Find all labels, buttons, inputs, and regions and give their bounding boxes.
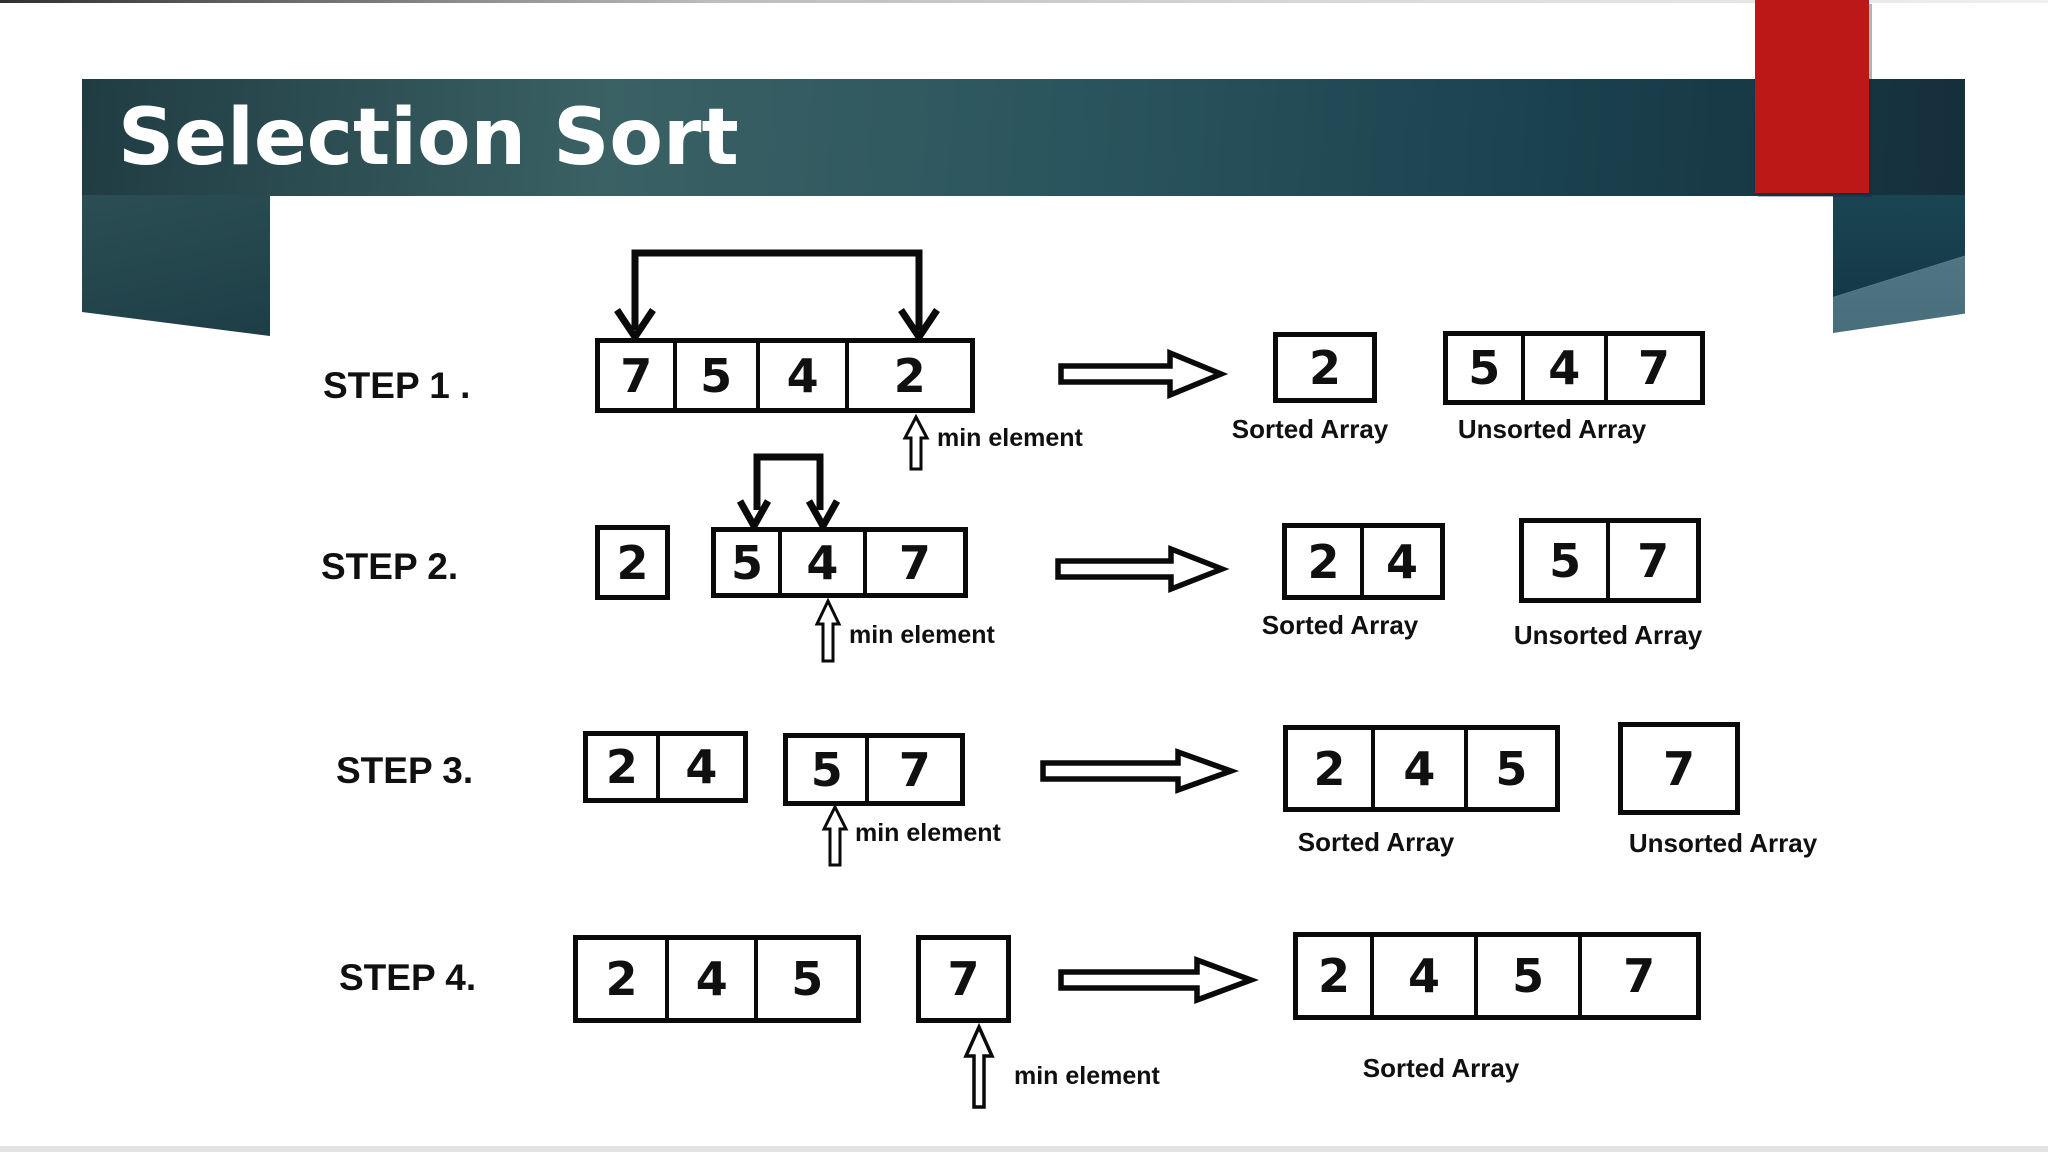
flow-arrow-icon [1058,348,1229,400]
swap-bracket-arrows-icon [614,249,940,344]
array-cell: 7 [862,532,963,593]
step-3-sorted-array: 2 4 5 [1283,725,1560,812]
array-cell: 2 [845,343,970,408]
min-element-arrow-icon [963,1022,995,1109]
step-2-label: STEP 2. [321,546,459,587]
top-edge-line [0,0,2048,3]
min-element-label: min element [937,424,1083,452]
step-4-carry-array: 2 4 5 [573,935,861,1023]
array-cell: 5 [1468,341,1501,395]
array-cell: 4 [1360,528,1440,595]
step-3-unsorted-array: 7 [1618,722,1740,815]
sorted-array-label: Sorted Array [1261,610,1419,640]
array-cell: 4 [1370,937,1474,1015]
array-cell: 5 [672,343,756,408]
array-cell: 4 [655,736,743,798]
array-cell: 5 [810,742,843,797]
array-cell: 2 [616,535,649,590]
array-cell: 2 [605,952,638,1006]
step-3-working-array: 5 7 [783,733,965,806]
array-cell: 2 [1307,534,1340,589]
step-1-working-array: 7 5 4 2 [595,338,975,413]
title-banner: Selection Sort [82,79,1965,196]
sorted-array-label: Sorted Array [1362,1053,1520,1083]
step-1-label: STEP 1 . [323,365,471,406]
array-cell: 5 [1463,730,1555,807]
array-cell: 7 [1606,523,1696,598]
step-4-working-cell: 7 [916,935,1011,1023]
min-element-arrow-icon [902,413,930,471]
array-cell: 2 [1318,949,1351,1003]
step-3-label: STEP 3. [336,750,474,791]
array-cell: 7 [620,348,653,403]
array-cell: 4 [778,532,863,593]
slide-title: Selection Sort [118,92,739,183]
flow-arrow-icon [1040,748,1240,794]
step-4-sorted-array: 2 4 5 7 [1293,932,1701,1020]
swap-bracket-arrows-icon [736,453,841,534]
step-2-sorted-array: 2 4 [1282,523,1445,600]
array-cell: 4 [1520,336,1604,400]
flow-arrow-icon [1058,956,1259,1004]
min-element-label: min element [1014,1062,1160,1090]
step-3-carry-array: 2 4 [583,731,748,803]
array-cell: 4 [1371,730,1464,807]
array-cell: 2 [1308,340,1341,395]
min-element-arrow-icon [821,803,849,867]
banner-left-fold [82,195,270,336]
step-4-label: STEP 4. [339,957,477,998]
bottom-edge-line [0,1146,2048,1152]
array-cell: 5 [1549,533,1582,588]
array-cell: 4 [755,343,846,408]
step-1-unsorted-array: 5 4 7 [1443,331,1705,405]
min-element-label: min element [849,621,995,649]
step-2-unsorted-array: 5 7 [1519,518,1701,603]
min-element-arrow-icon [814,597,842,663]
step-2-working-array: 5 4 7 [711,527,968,598]
step-2-carry-cell: 2 [595,525,670,600]
array-cell: 2 [1313,741,1346,796]
array-cell: 7 [947,952,980,1006]
array-cell: 7 [865,738,960,801]
red-accent-bar [1755,0,1869,193]
array-cell: 7 [1578,937,1696,1015]
sorted-array-label: Sorted Array [1231,414,1389,444]
array-cell: 7 [1662,741,1695,796]
sorted-array-label: Sorted Array [1297,827,1455,857]
array-cell: 7 [1603,336,1700,400]
unsorted-array-label: Unsorted Array [1628,828,1818,858]
array-cell: 5 [731,535,764,590]
array-cell: 4 [665,940,754,1018]
array-cell: 5 [1474,937,1578,1015]
min-element-label: min element [855,819,1001,847]
step-1-sorted-array: 2 [1273,332,1377,403]
flow-arrow-icon [1055,544,1230,594]
unsorted-array-label: Unsorted Array [1513,620,1703,650]
array-cell: 2 [605,740,638,794]
array-cell: 5 [754,940,856,1018]
unsorted-array-label: Unsorted Array [1457,414,1647,444]
